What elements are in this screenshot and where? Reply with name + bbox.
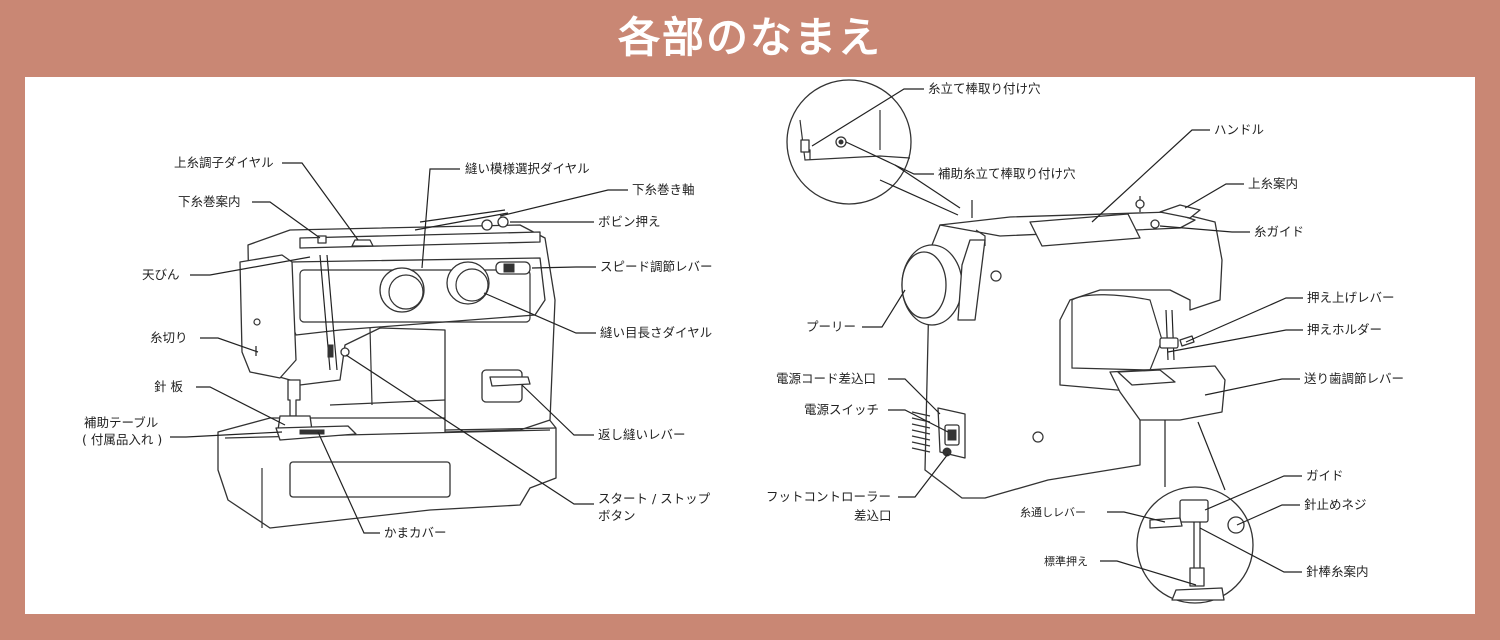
- label-stitch-length-dial: 縫い目長さダイヤル: [600, 325, 712, 340]
- label-needle-clamp-screw: 針止めネジ: [1304, 497, 1367, 512]
- label-thread-guide: 糸ガイド: [1254, 224, 1304, 239]
- label-upper-thread-guide: 上糸案内: [1248, 176, 1298, 191]
- label-bobbin-winder-shaft: 下糸巻き軸: [632, 182, 695, 197]
- label-standard-foot: 標準押え: [1044, 554, 1088, 568]
- back-labels: 糸立て棒取り付け穴 補助糸立て棒取り付け穴 ハンドル 上糸案内 糸ガイド プーリ…: [766, 81, 1404, 579]
- label-bobbin-stopper: ボビン押え: [598, 214, 661, 229]
- label-presser-lever: 押え上げレバー: [1307, 290, 1395, 305]
- label-extension-table: 補助テーブル: [84, 415, 158, 430]
- back-machine-illustration: [901, 196, 1226, 499]
- label-needle-bar-guide: 針棒糸案内: [1306, 564, 1369, 579]
- label-needle-plate: 針 板: [154, 379, 183, 394]
- label-threader-lever: 糸通しレバー: [1020, 506, 1086, 519]
- label-take-up-lever: 天びん: [142, 267, 180, 282]
- label-pattern-dial: 縫い模様選択ダイヤル: [465, 161, 590, 176]
- label-foot-controller-sub: 差込口: [854, 508, 892, 523]
- label-extension-table-sub: ( 付属品入れ ): [82, 432, 162, 447]
- front-labels: 上糸調子ダイヤル 下糸巻案内 天びん 糸切り 針 板 補助テーブル ( 付属品入…: [82, 155, 713, 540]
- label-pulley: プーリー: [806, 319, 856, 334]
- label-power-switch: 電源スイッチ: [804, 402, 879, 417]
- label-thread-cutter: 糸切り: [150, 330, 188, 345]
- label-reverse-lever: 返し縫いレバー: [598, 427, 686, 442]
- label-handle: ハンドル: [1214, 122, 1264, 137]
- spool-hole-inset: [786, 79, 961, 216]
- front-machine-illustration: [217, 209, 557, 529]
- needle-area-inset: [1136, 420, 1254, 604]
- label-power-cord-socket: 電源コード差込口: [776, 371, 876, 386]
- label-speed-lever: スピード調節レバー: [600, 259, 713, 274]
- label-start-stop: スタート / ストップ: [598, 491, 711, 506]
- label-aux-spool-pin-hole: 補助糸立て棒取り付け穴: [938, 166, 1076, 181]
- leader-lines: [170, 88, 1303, 586]
- label-upper-tension-dial: 上糸調子ダイヤル: [174, 155, 274, 170]
- label-hook-cover: かまカバー: [384, 525, 447, 540]
- page-title: 各部のなまえ: [617, 13, 882, 62]
- label-feed-dog-lever: 送り歯調節レバー: [1304, 371, 1404, 386]
- label-presser-holder: 押えホルダー: [1307, 322, 1382, 337]
- label-foot-controller: フットコントローラー: [766, 489, 891, 504]
- label-bobbin-winder-guide: 下糸巻案内: [178, 194, 241, 209]
- label-spool-pin-hole: 糸立て棒取り付け穴: [928, 81, 1041, 96]
- label-guide: ガイド: [1306, 468, 1344, 483]
- label-start-stop-sub: ボタン: [598, 508, 636, 523]
